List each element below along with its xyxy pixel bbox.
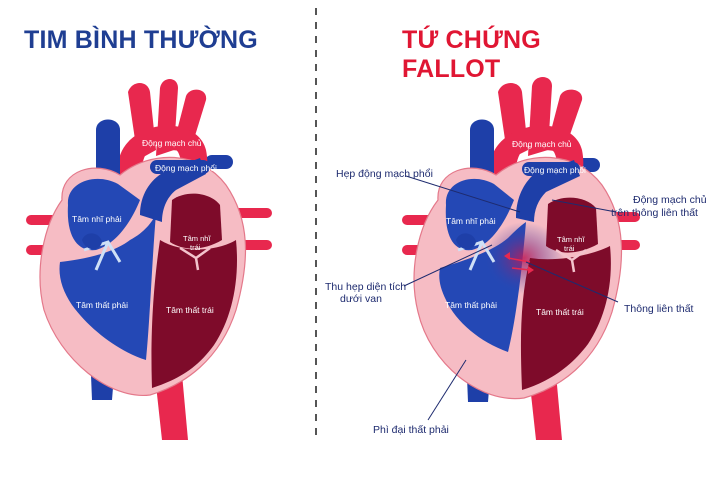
- fallot-left-atrium-label-1: Tâm nhĩ: [557, 235, 585, 244]
- normal-aorta-label: Động mạch chủ: [142, 138, 202, 148]
- fallot-right-ventricle-label: Tâm thất phải: [445, 300, 497, 310]
- fallot-left-atrium-label-2: trái: [564, 244, 575, 253]
- normal-left-ventricle-label: Tâm thất trái: [166, 305, 214, 315]
- normal-right-atrium-label: Tâm nhĩ phải: [72, 214, 122, 224]
- callout-overriding-aorta-1: Động mạch chủ: [633, 194, 707, 206]
- normal-heart-title: TIM BÌNH THƯỜNG: [24, 26, 258, 54]
- callout-lines: [403, 175, 619, 421]
- fallot-title: TỨ CHỨNG FALLOT: [402, 26, 541, 83]
- callout-overriding-aorta-2: trên thông liên thất: [611, 207, 698, 219]
- normal-left-ventricle: [151, 240, 238, 388]
- normal-right-atrium: [67, 178, 140, 251]
- fallot-left-atrium: [546, 197, 598, 253]
- fallot-pulmonary-label: Động mạch phổi: [524, 165, 586, 175]
- callout-infundibular-2: dưới van: [340, 293, 382, 305]
- fallot-left-ventricle: [520, 246, 611, 390]
- fallot-right-atrium: [445, 178, 514, 251]
- normal-left-atrium: [170, 193, 222, 249]
- normal-pulmonary-label: Động mạch phổi: [155, 163, 217, 173]
- fallot-heart: Động mạch chủ Động mạch phổi Tâm nhĩ phả…: [325, 77, 707, 440]
- callout-rv-hypertrophy: Phì đại thất phải: [373, 424, 449, 436]
- callout-infundibular-1: Thu hẹp diện tích: [325, 281, 406, 293]
- callout-vsd: Thông liên thất: [624, 303, 694, 315]
- normal-right-ventricle: [59, 214, 156, 360]
- normal-left-atrium-label-1: Tâm nhĩ: [183, 234, 211, 243]
- fallot-left-ventricle-label: Tâm thất trái: [536, 307, 584, 317]
- normal-left-atrium-label-2: trái: [190, 243, 201, 252]
- fallot-right-atrium-label: Tâm nhĩ phải: [446, 216, 496, 226]
- fallot-aorta-label: Động mạch chủ: [512, 139, 572, 149]
- callout-pulmonary-stenosis: Hẹp động mạch phổi: [336, 168, 433, 180]
- normal-right-ventricle-label: Tâm thất phải: [76, 300, 128, 310]
- normal-heart: Động mạch chủ Động mạch phổi Tâm nhĩ phả…: [26, 79, 272, 440]
